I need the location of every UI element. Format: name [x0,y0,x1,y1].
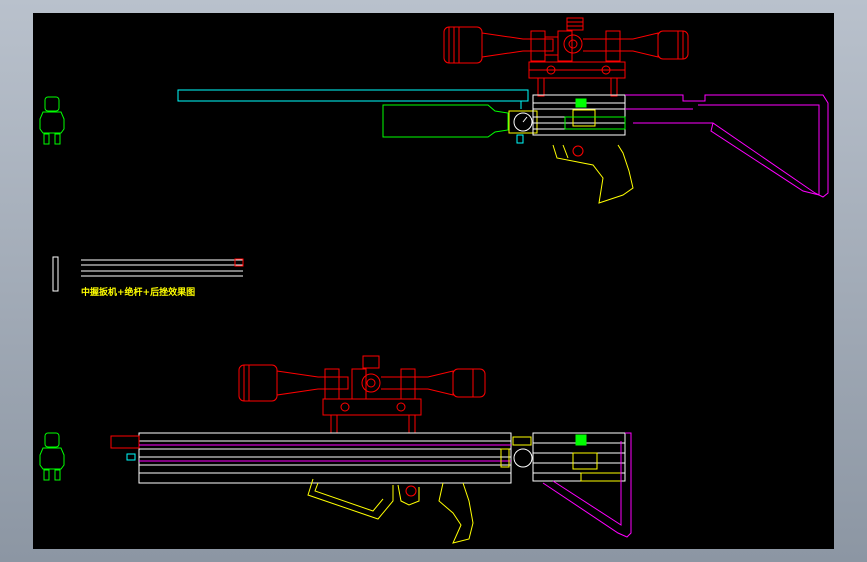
bottom-grip [307,478,474,544]
top-scale-figure [39,96,65,145]
barrel-detail [52,256,244,292]
bottom-rifle-assembly [110,355,632,544]
bottom-barrel [110,432,512,484]
cad-model-viewport[interactable]: 中握扳机+绝杆+后挫效果图 [33,13,834,549]
top-scope [443,17,689,97]
drawing-caption: 中握扳机+绝杆+后挫效果图 [81,288,196,298]
bottom-stock [542,432,632,538]
top-rifle-assembly [177,17,829,204]
top-air-tank [382,104,509,138]
top-receiver [532,94,626,136]
top-grip [552,144,634,204]
bottom-scope [238,355,486,434]
top-stock [625,94,829,198]
top-pressure-gauge [508,110,538,134]
bottom-gauge [500,436,533,468]
top-rod [177,89,529,144]
bottom-receiver [532,432,626,482]
drawing-canvas [39,17,829,544]
bottom-scale-figure [39,432,65,481]
